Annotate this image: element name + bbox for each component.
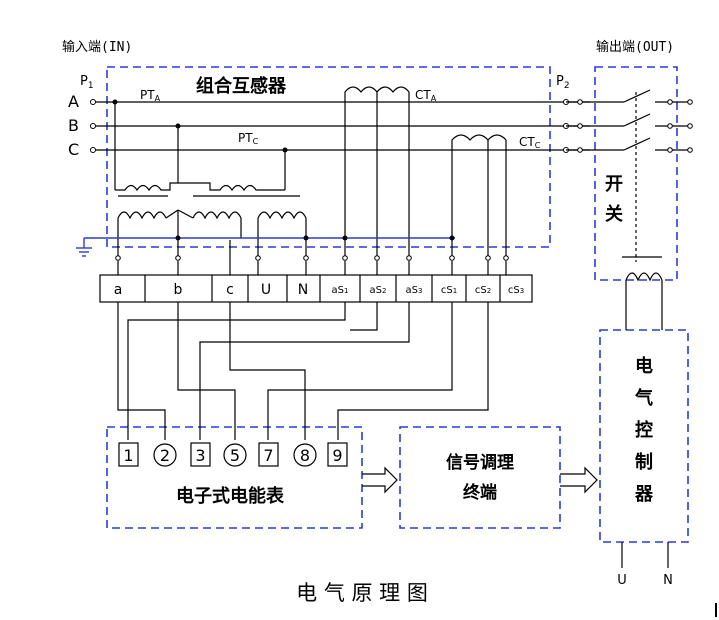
phase-bus: [90, 99, 590, 153]
meter-label: 电子式电能表: [176, 485, 285, 507]
meter-terminal-2: 2: [160, 446, 170, 465]
signal-terminal-box: [399, 426, 561, 529]
meter-terminal-3: 3: [195, 446, 205, 465]
switch-contacts: [566, 89, 693, 262]
terminal-c: c: [226, 282, 234, 298]
phase-c-label: C: [68, 140, 79, 159]
switch-actuator-coil: [622, 256, 663, 330]
edge-mark: [715, 603, 717, 617]
meter-terminal-1: 1: [123, 446, 133, 465]
switch-label-1: 开: [605, 174, 623, 195]
controller-output-n: N: [663, 573, 673, 588]
terminal-u: U: [261, 282, 271, 298]
ct-a-coil: [344, 86, 410, 258]
terminal-as2: aS2: [370, 285, 387, 296]
ground-bus: [76, 235, 455, 257]
meter-terminal-9: 9: [332, 446, 342, 465]
combined-transformer-box: [106, 66, 551, 248]
meter-wiring: [117, 302, 489, 440]
arrow-meter-to-signal: [362, 466, 398, 494]
ct-c-coil: [451, 134, 507, 258]
controller-outputs: [621, 542, 669, 568]
meter-terminal-7: 7: [263, 446, 273, 465]
controller-box: [599, 329, 689, 543]
combined-transformer-label: 组合互感器: [196, 75, 287, 97]
p1-label: P1: [80, 74, 94, 91]
controller-output-u: U: [617, 573, 627, 588]
terminal-cs1: cS1: [441, 285, 457, 296]
pt-windings: [112, 99, 307, 258]
controller-label-5: 器: [634, 484, 654, 505]
output-label: 输出端(OUT): [596, 39, 674, 55]
p2-label: P2: [556, 74, 570, 91]
meter-terminal-8: 8: [300, 446, 310, 465]
terminal-cs2: cS2: [475, 285, 491, 296]
signal-label-line2: 终端: [463, 482, 497, 503]
phase-b-label: B: [68, 116, 79, 135]
terminal-as3: aS3: [406, 285, 423, 296]
controller-label-1: 电: [635, 355, 653, 377]
controller-label-2: 气: [634, 387, 653, 409]
arrow-signal-to-controller: [560, 466, 598, 494]
meter-terminal-5: 5: [230, 446, 240, 465]
meter-box: [106, 426, 363, 529]
terminal-stubs: [115, 240, 509, 275]
controller-label-4: 制: [635, 452, 653, 473]
switch-label-2: 关: [605, 203, 623, 225]
meter-terminals: 1 2 3 5 7 8 9: [118, 442, 348, 467]
signal-label-line1: 信号调理: [446, 452, 514, 473]
input-label: 输入端(IN): [62, 39, 132, 55]
terminal-n: N: [298, 282, 308, 298]
terminal-a: a: [114, 282, 123, 298]
controller-label-3: 控: [635, 419, 653, 441]
pt-c-label: PTC: [238, 131, 259, 146]
pt-a-label: PTA: [140, 88, 161, 103]
terminal-strip: a b c U N aS1 aS2 aS3 cS1 cS2 cS3: [99, 274, 533, 303]
phase-a-label: A: [68, 92, 79, 111]
diagram-title: 电 气 原 理 图: [296, 581, 428, 605]
terminal-as1: aS1: [332, 285, 349, 296]
switch-box: [594, 66, 678, 281]
ct-a-label: CTA: [415, 88, 437, 103]
ct-c-label: CTC: [519, 135, 541, 150]
terminal-b: b: [174, 282, 183, 298]
terminal-cs3: cS3: [508, 285, 524, 296]
